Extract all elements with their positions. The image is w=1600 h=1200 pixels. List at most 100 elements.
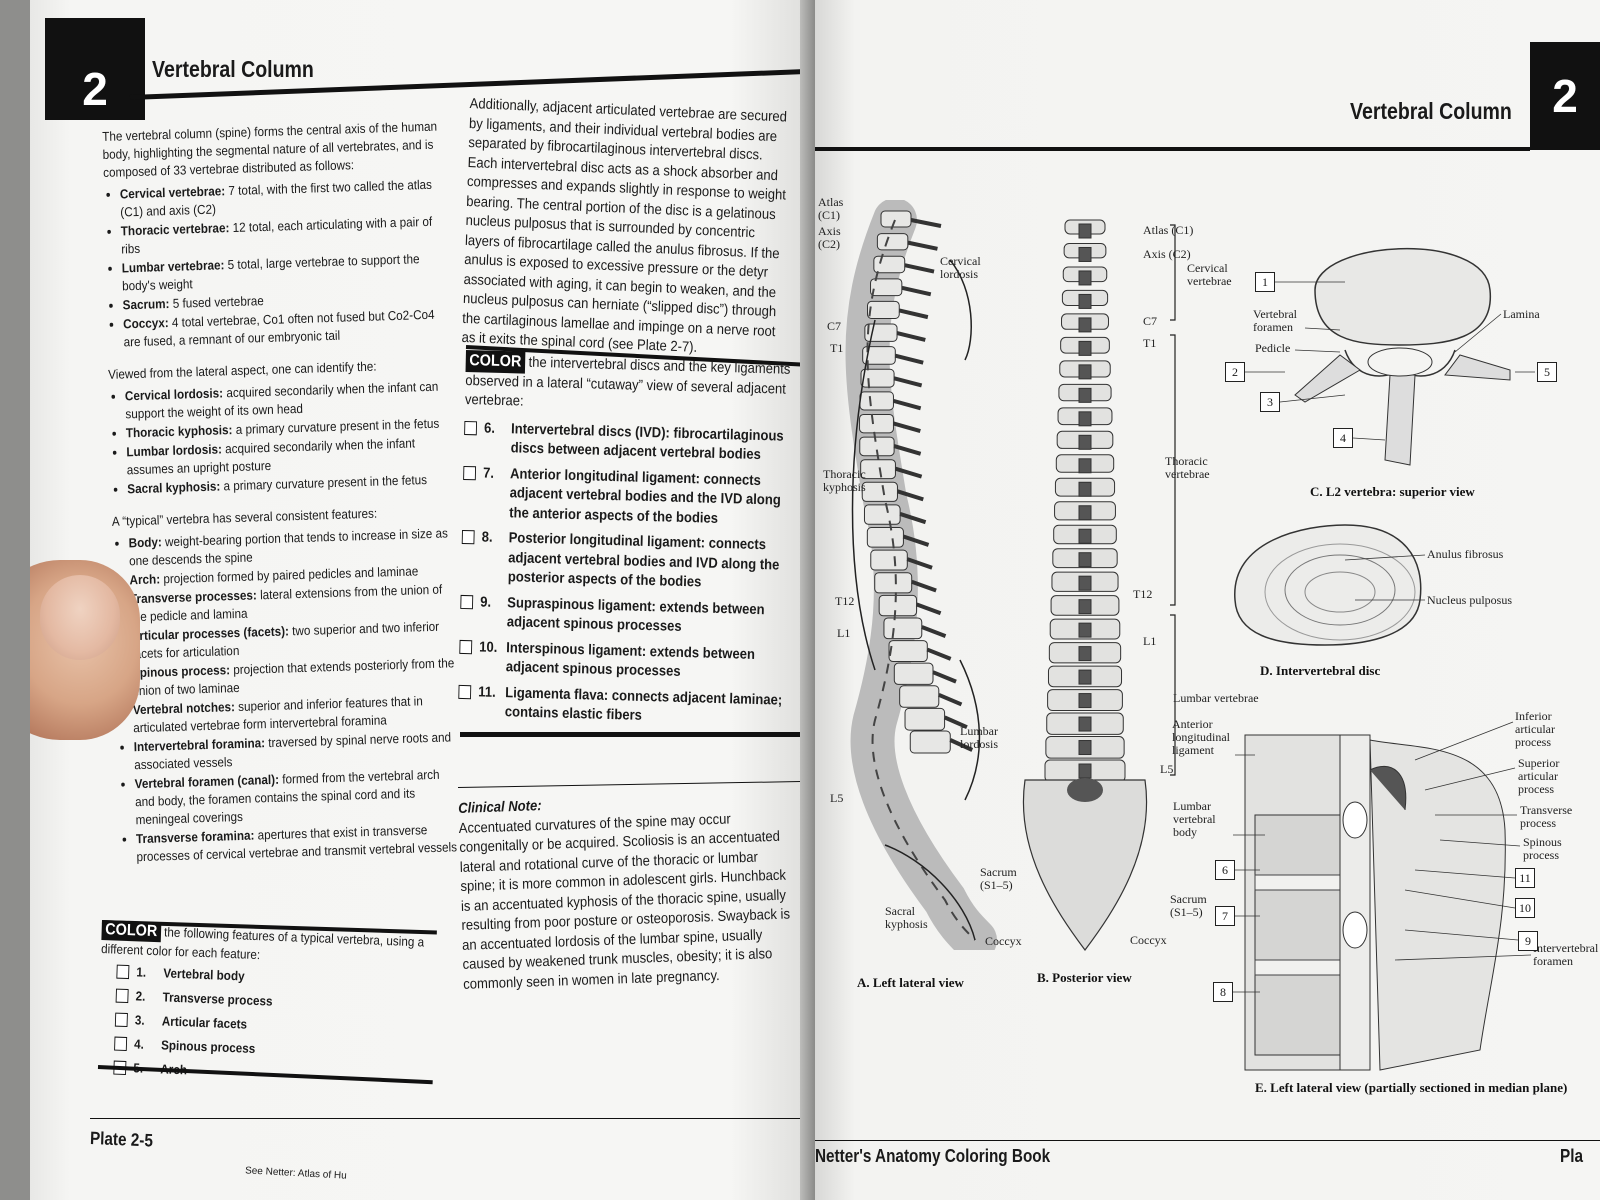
spinous-tip-shape (1078, 669, 1092, 685)
label-b-atlas: Atlas (C1) (1143, 223, 1194, 237)
spinous-tip-shape (1078, 434, 1092, 450)
checklist-item[interactable]: 6.Intervertebral discs (IVD): fibrocarti… (464, 418, 798, 466)
spinous-tip-shape (1078, 740, 1092, 756)
label-axis: Axis (C2) (818, 224, 841, 251)
label-sacral-kyphosis: Sacral kyphosis (885, 904, 928, 931)
numbox-1: 1 (1255, 272, 1275, 292)
spinous-process-shape (949, 738, 974, 752)
figure-d-disc (1234, 524, 1422, 646)
checkbox[interactable] (114, 1036, 128, 1052)
spinous-tip-shape (1078, 599, 1092, 615)
spinous-process-shape (901, 285, 932, 297)
spinous-process-shape (906, 557, 933, 570)
spinous-process-shape (892, 398, 922, 411)
spinous-process-shape (898, 308, 929, 320)
checkbox[interactable] (114, 1012, 128, 1028)
footer-reference: See Netter: Atlas of Hu (244, 1165, 347, 1182)
checkbox[interactable] (115, 988, 129, 1004)
chapter-number: 2 (82, 63, 108, 115)
vertebra-shape (867, 300, 900, 319)
label-b-l5: L5 (1160, 762, 1174, 776)
chapter-number-box: 2 (45, 18, 145, 120)
figure-b-posterior-spine (1023, 219, 1147, 952)
label-inferior-articular: Inferior articular process (1515, 709, 1555, 749)
spinous-tip-shape (1078, 458, 1092, 474)
label-c7: C7 (827, 319, 842, 333)
label-t1: T1 (830, 341, 844, 355)
label-lumbar-vertebrae: Lumbar vertebrae (1173, 691, 1259, 705)
checkbox[interactable] (461, 529, 475, 545)
figure-e-sectioned-view (1244, 734, 1506, 1071)
color2-rule-bottom (460, 732, 815, 737)
spinous-process-shape (893, 376, 923, 388)
checklist-item[interactable]: 9.Supraspinous ligament: extends between… (460, 592, 794, 640)
spinous-tip-shape (1078, 223, 1092, 239)
numbox-5: 5 (1537, 362, 1557, 382)
vertebra-shape (862, 346, 896, 365)
numbox-9: 9 (1518, 931, 1538, 951)
spinous-tip-shape (1078, 646, 1092, 662)
spinous-process-shape (910, 218, 942, 228)
spinous-tip-shape (1078, 317, 1092, 333)
figure-e-caption: E. Left lateral view (partially sectione… (1255, 1080, 1568, 1095)
label-l5: L5 (830, 791, 844, 805)
spinous-process-shape (894, 466, 923, 479)
spinous-process-shape (907, 240, 938, 251)
color-label: COLOR (465, 350, 526, 374)
intro-paragraph: The vertebral column (spine) forms the c… (102, 118, 438, 180)
figure-c-caption: C. L2 vertebra: superior view (1310, 484, 1475, 499)
checklist-item[interactable]: 11.Ligamenta flava: connects adjacent la… (458, 682, 792, 730)
chapter-number: 2 (1552, 70, 1578, 122)
figure-b-caption: B. Posterior view (1037, 970, 1132, 985)
clinical-rule (457, 780, 813, 788)
checkbox[interactable] (463, 465, 477, 480)
plate-number: Plate 2-5 (89, 1128, 154, 1151)
spinous-process-shape (938, 692, 963, 707)
spinous-process-shape (892, 421, 921, 433)
spinous-process-shape (899, 512, 927, 525)
spinous-process-shape (932, 670, 957, 684)
label-cervical-lordosis: Cervical lordosis (940, 254, 981, 281)
label-b-t12: T12 (1133, 587, 1153, 601)
checkbox[interactable] (458, 684, 472, 699)
checkbox[interactable] (460, 594, 474, 609)
spinous-process-shape (896, 489, 924, 502)
label-anulus-fibrosus: Anulus fibrosus (1427, 547, 1504, 561)
checkbox[interactable] (464, 420, 478, 435)
checklist-item[interactable]: 7.Anterior longitudinal ligament: connec… (462, 463, 796, 531)
checklist-item[interactable]: 10.Interspinous ligament: extends betwee… (459, 637, 793, 685)
color-section-2: COLOR the intervertebral discs and the k… (458, 350, 799, 736)
label-pedicle: Pedicle (1255, 341, 1291, 355)
chapter-number-box: 2 (1530, 42, 1600, 150)
figure-c-l2-vertebra (1294, 247, 1511, 466)
chapter-title: Vertebral Column (1350, 98, 1512, 124)
spinous-tip-shape (1078, 552, 1092, 568)
figure-d-caption: D. Intervertebral disc (1260, 663, 1381, 678)
list-item: Vertebral foramen (canal): formed from t… (134, 765, 461, 829)
label-t12: T12 (835, 594, 855, 608)
spinous-process-shape (904, 263, 935, 274)
spinous-tip-shape (1078, 693, 1092, 709)
book-title-footer: Netter's Anatomy Coloring Book (815, 1146, 1051, 1166)
spinous-process-shape (915, 602, 942, 616)
label-b-sacrum: Sacrum (S1–5) (1170, 892, 1207, 919)
checklist-item[interactable]: 8.Posterior longitudinal ligament: conne… (461, 528, 795, 596)
label-thoracic-kyphosis: Thoracic kyphosis (823, 467, 866, 494)
spinous-tip-shape (1078, 622, 1092, 638)
vertebra-shape (880, 210, 912, 228)
spinous-process-shape (902, 534, 930, 547)
plate-number-right: Pla (1560, 1146, 1583, 1166)
spinous-tip-shape (1078, 505, 1092, 521)
spinous-tip-shape (1078, 270, 1092, 286)
chapter-title: Vertebral Column (152, 56, 314, 82)
checkbox[interactable] (116, 964, 130, 980)
label-l1: L1 (837, 626, 851, 640)
figure-a-caption: A. Left lateral view (857, 975, 964, 990)
label-b-coccyx: Coccyx (1130, 933, 1167, 947)
label-spinous-process: Spinous process (1523, 835, 1562, 862)
checkbox[interactable] (459, 639, 473, 654)
label-vertebral-foramen: Vertebral foramen (1253, 307, 1297, 334)
spinous-process-shape (943, 715, 968, 730)
spinous-tip-shape (1078, 411, 1092, 427)
label-intervertebral-foramen: Intervertebral foramen (1533, 941, 1599, 968)
